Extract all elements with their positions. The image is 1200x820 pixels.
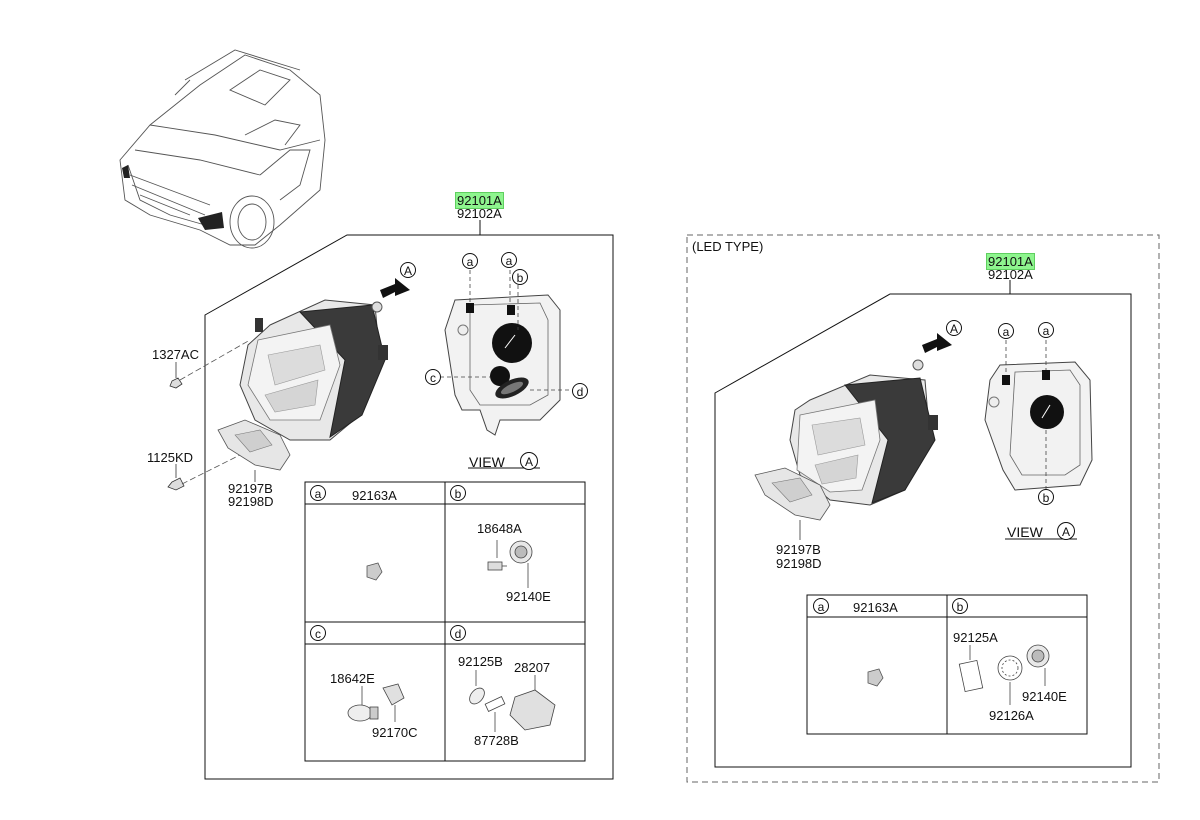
part-number-92101a-link[interactable]: 92101A: [455, 192, 504, 209]
callout-a: a: [462, 253, 478, 269]
part-number-92170c-link[interactable]: 92170C: [372, 725, 418, 740]
led-type-title: (LED TYPE): [692, 239, 764, 254]
part-number-92198d-link[interactable]: 92198D: [228, 494, 274, 509]
bracket-part: [217, 419, 291, 471]
car-front-view-icon: [119, 49, 326, 249]
led-view-label: VIEW: [1007, 524, 1043, 540]
part-number-1327ac-link[interactable]: 1327AC: [152, 347, 199, 362]
headlamp-assembly: [239, 299, 388, 441]
callout-d: d: [572, 383, 588, 399]
led-callout-a: a: [1038, 322, 1054, 338]
part-number-92102a-link[interactable]: 92102A: [457, 206, 502, 221]
part-number-92125b-link[interactable]: 92125B: [458, 654, 503, 669]
led-table-key-b: b: [952, 598, 968, 614]
led-callout-b: b: [1038, 489, 1054, 505]
part-number-92140e-link[interactable]: 92140E: [506, 589, 551, 604]
led-part-number-92198d-link[interactable]: 92198D: [776, 556, 822, 571]
led-callout-a: a: [998, 323, 1014, 339]
led-part-number-92140e-link[interactable]: 92140E: [1022, 689, 1067, 704]
led-table-key-a: a: [813, 598, 829, 614]
led-bracket-part: [754, 467, 831, 521]
led-view-label-marker: A: [1057, 522, 1075, 540]
led-lamp-rear-view: [984, 361, 1093, 491]
callout-a: a: [501, 252, 517, 268]
led-part-number-92197b-link[interactable]: 92197B: [776, 542, 821, 557]
table-key-b: b: [450, 485, 466, 501]
led-part-number-92101a-link[interactable]: 92101A: [986, 253, 1035, 270]
led-view-marker: A: [946, 320, 962, 336]
part-number-28207-link[interactable]: 28207: [514, 660, 551, 675]
table-key-c: c: [310, 625, 326, 641]
part-number-1125kd-link[interactable]: 1125KD: [147, 450, 194, 465]
view-label: VIEW: [469, 454, 505, 470]
led-headlamp-assembly: [789, 359, 938, 506]
table-key-d: d: [450, 625, 466, 641]
part-number-92197b-link[interactable]: 92197B: [228, 481, 273, 496]
view-marker: A: [400, 262, 416, 278]
part-number-18642e-link[interactable]: 18642E: [330, 671, 375, 686]
part-number-18648a-link[interactable]: 18648A: [477, 521, 522, 536]
led-part-number-92102a-link[interactable]: 92102A: [988, 267, 1033, 282]
table-key-a: a: [310, 485, 326, 501]
led-part-number-92125a-link[interactable]: 92125A: [953, 630, 998, 645]
part-number-87728b-link[interactable]: 87728B: [474, 733, 519, 748]
led-part-number-92126a-link[interactable]: 92126A: [989, 708, 1034, 723]
callout-b: b: [512, 269, 528, 285]
led-part-number-92163a-link[interactable]: 92163A: [853, 600, 898, 615]
lamp-rear-view: [444, 294, 561, 436]
part-number-92163a-link[interactable]: 92163A: [352, 488, 397, 503]
view-label-marker: A: [520, 452, 538, 470]
callout-c: c: [425, 369, 441, 385]
